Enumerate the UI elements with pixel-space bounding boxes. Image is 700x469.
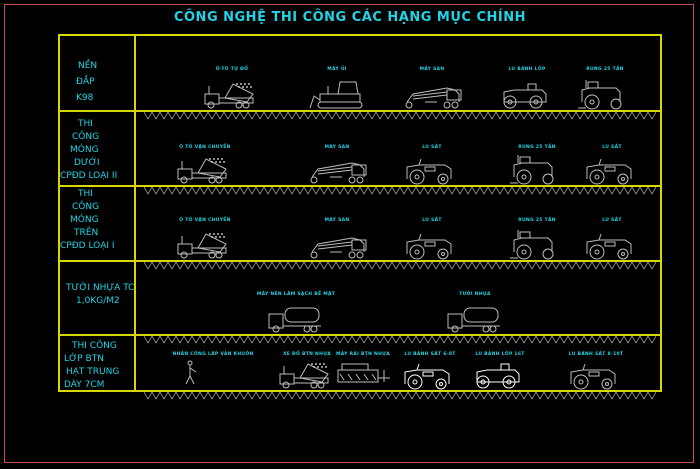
equipment-label: LU SẮT [602, 145, 622, 150]
equipment-label: LU BÁNH LỐP 16T [475, 352, 525, 357]
vibratory-roller-icon [510, 155, 554, 185]
row-label-line: DƯỚI [74, 158, 100, 168]
row-divider [58, 185, 662, 187]
row-label-line: CÔNG [72, 202, 100, 212]
equipment-label: Ô-TÔ TỰ ĐỔ [215, 67, 249, 72]
row-label-line: MÓNG [70, 145, 99, 155]
dump-truck-icon [177, 158, 227, 184]
ground-hatch [144, 336, 656, 344]
row-label-line: CÔNG [72, 132, 100, 142]
drawing-frame [4, 4, 694, 463]
equipment-label: MÁY RẢI BTN NHỰA [336, 352, 390, 357]
row-label-line: NỀN [78, 61, 98, 71]
row-label-line: CPĐD LOẠI I [60, 241, 115, 251]
grader-icon [310, 162, 367, 184]
ground-hatch [144, 187, 656, 195]
row-label-line: DÀY 7CM [64, 380, 105, 390]
equipment-label: RUNG 25 TẤN [518, 145, 556, 150]
equipment-label: LU SẮT [602, 218, 622, 223]
steel-roller-icon [406, 233, 452, 260]
equipment-label: LU BÁNH LỐP [508, 67, 546, 72]
page-title: CÔNG NGHỆ THI CÔNG CÁC HẠNG MỤC CHÍNH [173, 10, 527, 25]
equipment-label: LU SẮT [422, 218, 442, 223]
equipment-label: LU SẮT [422, 145, 442, 150]
row-label-line: TRÊN [74, 228, 99, 238]
equipment-label: Ô TÔ VẬN CHUYỂN [179, 218, 231, 223]
equipment-label: NHÂN CÔNG LẮP VÁN KHUÔN [172, 352, 254, 357]
equipment-label: MÁY ỦI [327, 67, 347, 72]
equipment-label: Ô TÔ VẬN CHUYỂN [179, 145, 231, 150]
row-label-line: CPĐD LOẠI II [60, 171, 118, 181]
tire-roller-icon [503, 83, 547, 109]
row-label-line: HẠT TRUNG [66, 367, 120, 377]
tire-roller-icon [476, 363, 520, 389]
row-divider [58, 110, 662, 112]
steel-roller-icon [404, 363, 450, 390]
row-label-line: MÓNG [70, 215, 99, 225]
ground-hatch [144, 262, 656, 270]
tank-truck-icon [447, 307, 500, 333]
grader-icon [405, 87, 462, 109]
grader-icon [310, 237, 367, 259]
steel-roller-icon [406, 158, 452, 185]
row-label-line: THI [78, 189, 93, 199]
steel-roller-icon [586, 158, 632, 185]
dump-truck-icon [177, 233, 227, 259]
equipment-label: MÁY SAN [324, 145, 350, 150]
row-divider [58, 390, 662, 392]
dump-truck-icon [204, 83, 254, 109]
row-label-line: TƯỚI NHỰA TC [66, 283, 135, 293]
equipment-label: TƯỚI NHỰA [459, 292, 491, 297]
row-label-line: ĐẮP [76, 77, 95, 87]
table-border-top [58, 34, 662, 36]
worker-icon [185, 360, 197, 385]
tank-truck-icon [268, 307, 321, 333]
equipment-label: LU BÁNH SẮT 8-10T [568, 352, 624, 357]
equipment-label: MÁY NÉN LÀM SẠCH BỀ MẶT [256, 292, 336, 297]
paver-icon [337, 363, 390, 383]
steel-roller-icon [586, 233, 632, 260]
ground-hatch [144, 392, 656, 400]
row-label-line: 1,0KG/M2 [76, 296, 120, 306]
table-border-left [58, 34, 60, 390]
equipment-label: RUNG 25 TẤN [586, 67, 624, 72]
vibratory-roller-icon [510, 230, 554, 260]
equipment-label: RUNG 25 TẤN [518, 218, 556, 223]
row-label-line: K98 [76, 93, 94, 103]
row-divider [58, 334, 662, 336]
equipment-label: LU BÁNH SẮT 6-8T [404, 352, 456, 357]
bulldozer-icon [309, 81, 363, 109]
dump-truck-icon [279, 363, 329, 389]
equipment-label: XE ĐỔ BTN NHỰA [282, 352, 332, 357]
row-divider [58, 260, 662, 262]
vibratory-roller-icon [578, 80, 622, 110]
row-label-line: THI [78, 119, 93, 129]
table-border-right [660, 34, 662, 390]
equipment-label: MÁY SAN [324, 218, 350, 223]
table-label-divider [134, 34, 136, 390]
row-label-line: THI CÔNG [72, 341, 117, 351]
steel-roller-icon [570, 363, 616, 390]
row-label-line: LỚP BTN [64, 354, 104, 364]
ground-hatch [144, 112, 656, 120]
equipment-label: MÁY SAN [419, 67, 445, 72]
